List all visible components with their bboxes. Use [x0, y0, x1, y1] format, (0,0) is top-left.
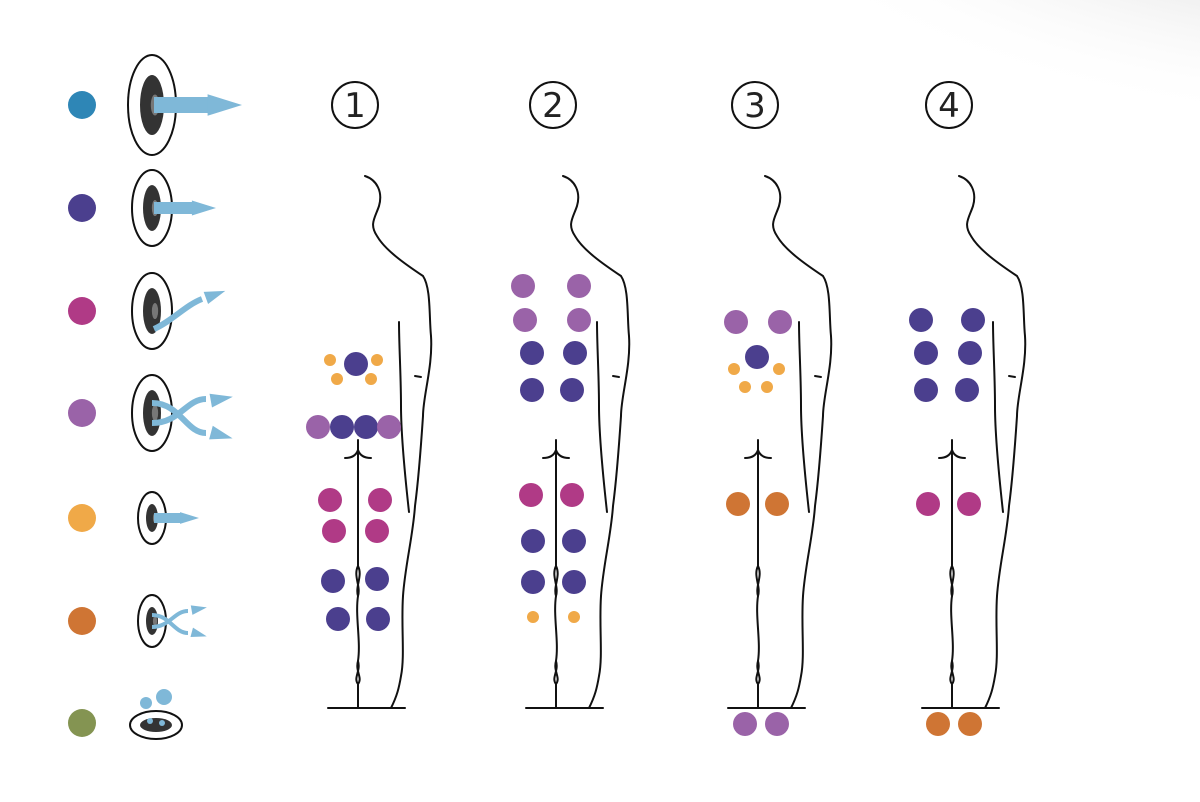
marker-dot — [955, 378, 979, 402]
marker-dot — [365, 567, 389, 591]
marker-dots — [511, 274, 591, 623]
marker-dot — [521, 570, 545, 594]
legend-color-swatch — [68, 194, 96, 222]
marker-dot — [306, 415, 330, 439]
marker-dot — [520, 341, 544, 365]
marker-dot — [365, 519, 389, 543]
body-figure: 1 — [306, 81, 433, 709]
diverging-arrows-icon — [131, 374, 233, 452]
marker-dot — [733, 712, 757, 736]
legend-row — [68, 491, 199, 545]
small-diverging-arrows-icon — [137, 594, 207, 648]
marker-dot — [560, 378, 584, 402]
marker-dot — [724, 310, 748, 334]
small-forward-arrow-icon — [137, 491, 199, 545]
marker-dots — [306, 352, 401, 631]
marker-dot — [761, 381, 773, 393]
marker-dot — [745, 345, 769, 369]
marker-dot — [768, 310, 792, 334]
figure-number-badge: 2 — [529, 81, 577, 129]
marker-dot — [563, 341, 587, 365]
legend-row — [68, 54, 242, 156]
marker-dot — [326, 607, 350, 631]
marker-dot — [728, 363, 740, 375]
marker-dot — [527, 611, 539, 623]
marker-dots — [909, 308, 985, 736]
marker-dot — [562, 570, 586, 594]
legend-row — [68, 272, 226, 350]
legend-color-swatch — [68, 709, 96, 737]
legend-color-swatch — [68, 607, 96, 635]
marker-dot — [958, 712, 982, 736]
marker-dot — [371, 354, 383, 366]
legend-row — [68, 594, 207, 648]
legend-color-swatch — [68, 399, 96, 427]
medium-forward-arrow-icon — [131, 169, 216, 247]
marker-dot — [321, 569, 345, 593]
figure-number-badge: 1 — [331, 81, 379, 129]
marker-dot — [909, 308, 933, 332]
large-forward-arrow-icon — [127, 54, 242, 156]
marker-dot — [726, 492, 750, 516]
marker-dot — [366, 607, 390, 631]
marker-dot — [916, 492, 940, 516]
figure-number: 2 — [542, 86, 564, 126]
marker-dot — [958, 341, 982, 365]
marker-dot — [377, 415, 401, 439]
marker-dot — [330, 415, 354, 439]
curved-arrow-icon — [131, 272, 226, 350]
marker-dot — [568, 611, 580, 623]
legend-row — [68, 689, 183, 740]
figure-number: 3 — [744, 86, 766, 126]
marker-dot — [322, 519, 346, 543]
marker-dot — [318, 488, 342, 512]
marker-dot — [513, 308, 537, 332]
marker-dot — [344, 352, 368, 376]
marker-dot — [560, 483, 584, 507]
body-figure: 4 — [909, 81, 1027, 736]
figure-number-badge: 4 — [925, 81, 973, 129]
figure-number: 4 — [938, 86, 960, 126]
marker-dots — [724, 310, 792, 736]
marker-dot — [914, 378, 938, 402]
marker-dot — [567, 274, 591, 298]
legend-row — [68, 374, 233, 452]
legend-row — [68, 169, 216, 247]
marker-dot — [521, 529, 545, 553]
marker-dot — [520, 378, 544, 402]
marker-dot — [324, 354, 336, 366]
marker-dot — [914, 341, 938, 365]
legend-color-swatch — [68, 504, 96, 532]
marker-dot — [368, 488, 392, 512]
legend — [68, 54, 242, 740]
figure-number-badge: 3 — [731, 81, 779, 129]
legend-color-swatch — [68, 91, 96, 119]
bubbles-icon — [129, 689, 183, 740]
marker-dot — [773, 363, 785, 375]
marker-dot — [567, 308, 591, 332]
figure-number: 1 — [344, 86, 366, 126]
marker-dot — [354, 415, 378, 439]
marker-dot — [765, 492, 789, 516]
marker-dot — [961, 308, 985, 332]
marker-dot — [957, 492, 981, 516]
body-figures: 1 2 3 4 — [306, 81, 1027, 736]
body-figure: 3 — [724, 81, 833, 736]
marker-dot — [765, 712, 789, 736]
legend-color-swatch — [68, 297, 96, 325]
body-figure: 2 — [511, 81, 631, 709]
marker-dot — [926, 712, 950, 736]
marker-dot — [331, 373, 343, 385]
marker-dot — [562, 529, 586, 553]
marker-dot — [519, 483, 543, 507]
corner-shadow — [680, 0, 1200, 130]
marker-dot — [365, 373, 377, 385]
marker-dot — [739, 381, 751, 393]
marker-dot — [511, 274, 535, 298]
